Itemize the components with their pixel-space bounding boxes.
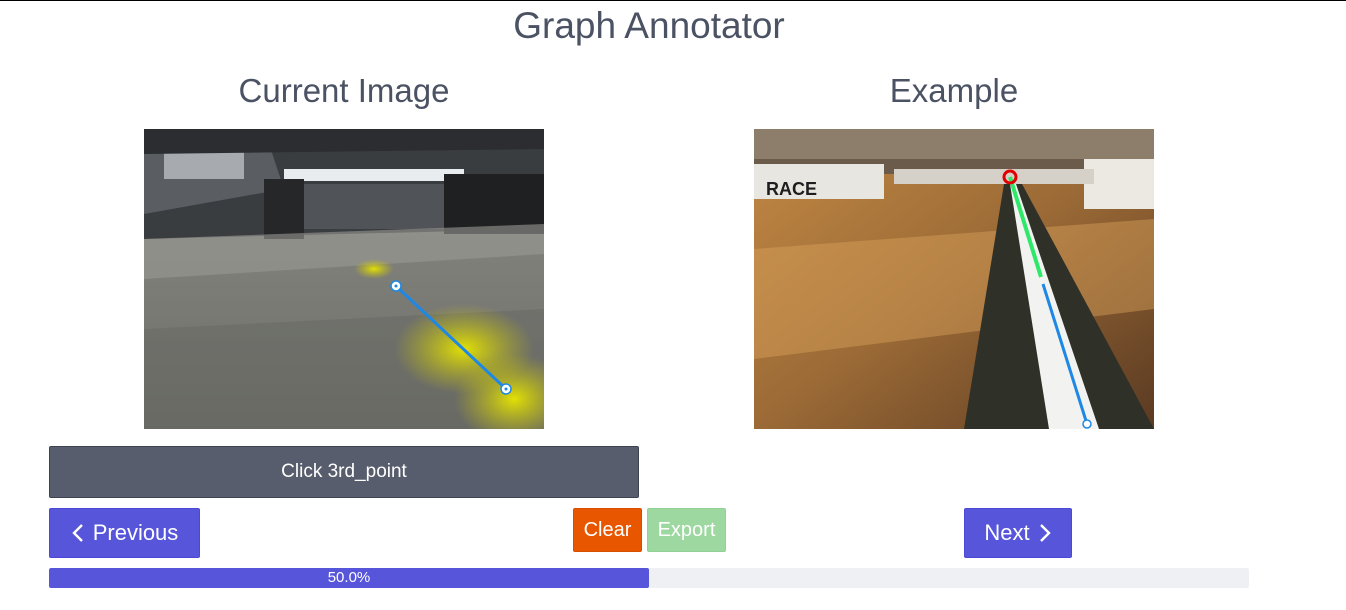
example-photo: RACE [754,129,1154,429]
progress-fill [49,568,649,588]
clear-button[interactable]: Clear [573,508,642,552]
chevron-right-icon [1039,524,1051,542]
next-button[interactable]: Next [964,508,1072,558]
current-image-title: Current Image [238,72,450,109]
chevron-left-icon [72,524,83,542]
top-border [0,0,1346,1]
previous-button[interactable]: Previous [49,508,200,558]
current-image-canvas[interactable] [144,129,544,429]
progress-label: 50.0% [327,569,371,586]
instruction-bar: Click 3rd_point [49,446,639,498]
example-image: RACE [754,129,1154,429]
previous-label: Previous [92,520,179,545]
export-button[interactable]: Export [647,508,726,552]
example-race-logo: RACE [766,179,817,199]
current-image-photo [144,129,544,429]
example-title: Example [889,72,1019,109]
instruction-text: Click 3rd_point [281,461,407,482]
page-title: Graph Annotator [513,5,785,46]
progress-bar: 50.0% [49,568,1249,588]
next-label: Next [984,520,1030,545]
